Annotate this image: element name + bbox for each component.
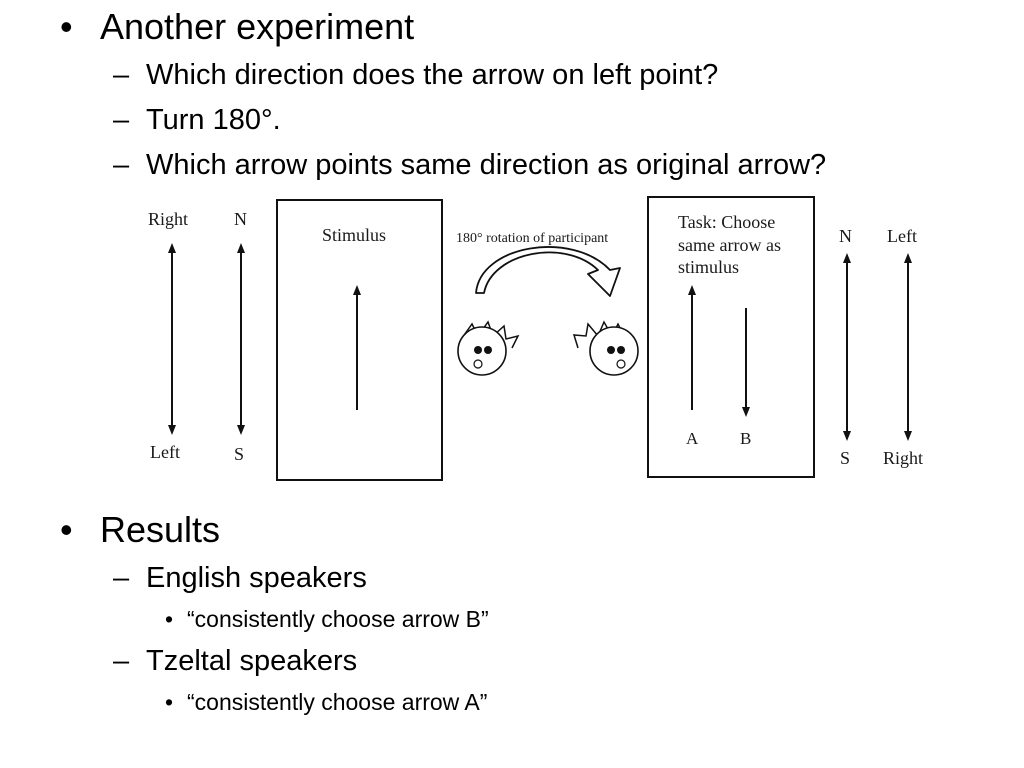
right-compass-right-label: Right [883,448,923,468]
right-compass-left-label: Left [887,226,917,246]
sub-bullet-which-arrow: Which arrow points same direction as ori… [146,149,827,181]
dash-marker: – [113,104,130,136]
dash-marker: – [113,149,130,181]
sub-sub-marker: • [165,689,174,715]
dash-marker: – [113,59,130,91]
bullet-results: Results [100,509,221,550]
left-compass-south-label: S [234,444,244,464]
task-label-line3: stimulus [678,257,739,277]
participant-face-after-icon [572,320,639,376]
task-label-line2: same arrow as [678,235,781,255]
arrow-a-label: A [686,429,699,448]
stimulus-box [276,199,443,481]
right-compass-south-label: S [840,448,850,468]
participant-face-before-icon [457,320,520,376]
sub-bullet-english-speakers: English speakers [146,562,367,594]
dash-marker: – [113,645,130,677]
left-compass-north-label: N [234,209,247,229]
sub-bullet-which-direction: Which direction does the arrow on left p… [146,59,719,91]
sub-bullet-turn: Turn 180°. [146,104,281,136]
experiment-figure: Right Left N S Stimulus 180° rotation of… [148,196,923,481]
task-label-line1: Task: Choose [678,212,775,232]
bullet-marker: • [60,6,73,47]
bullet-marker: • [60,509,73,550]
task-box [647,196,815,478]
stimulus-label: Stimulus [322,225,386,245]
sub-sub-marker: • [165,606,174,632]
right-compass-north-label: N [839,226,852,246]
dash-marker: – [113,562,130,594]
sub-sub-bullet-english-result: “consistently choose arrow B” [187,606,489,632]
left-compass-right-label: Right [148,209,188,229]
rotation-arrow-icon [475,246,621,297]
sub-sub-bullet-tzeltal-result: “consistently choose arrow A” [187,689,488,715]
arrow-b-label: B [740,429,751,448]
left-compass-left-label: Left [150,442,180,462]
rotation-label: 180° rotation of participant [456,231,608,246]
sub-bullet-tzeltal-speakers: Tzeltal speakers [146,645,358,677]
bullet-another-experiment: Another experiment [100,6,415,47]
